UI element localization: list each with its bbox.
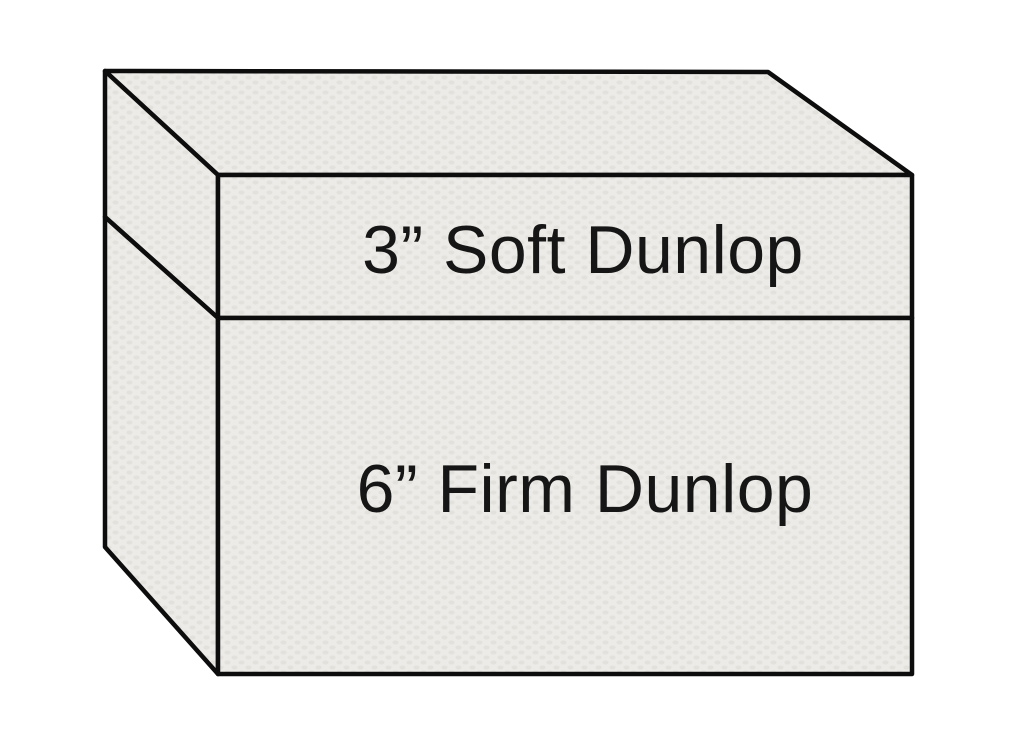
soft-layer-label: 3” Soft Dunlop [362, 212, 804, 288]
top-face [102, 68, 915, 178]
firm-layer-label: 6” Firm Dunlop [357, 451, 814, 527]
firm-layer-front-face [215, 315, 915, 677]
